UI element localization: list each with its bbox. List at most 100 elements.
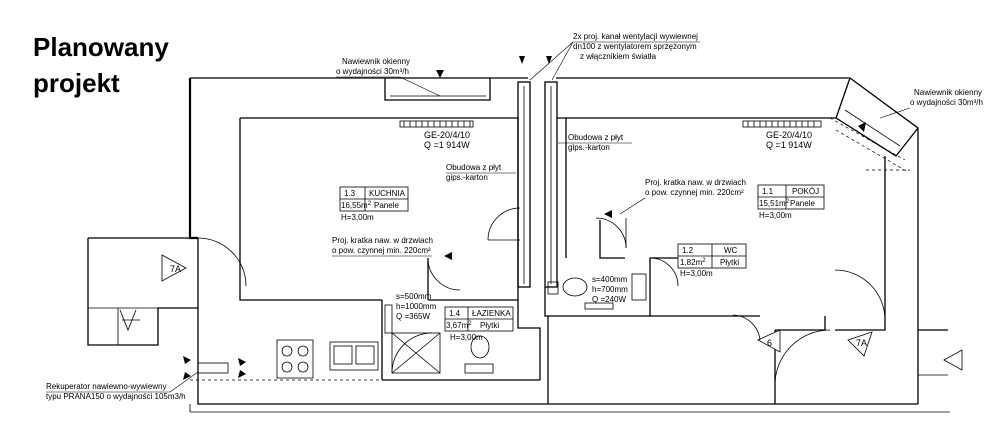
wc-radiator-q: Q =240W xyxy=(592,295,626,304)
radiator-icon xyxy=(742,120,822,128)
door-marker-6 xyxy=(757,329,781,353)
annotation-recuperator: Rekuperator nawiewno-wywiewny typu PRANA… xyxy=(46,356,246,401)
room-area: 16,55m xyxy=(341,201,368,210)
page-title-line-1: Planowany xyxy=(33,32,169,62)
annotation-door-grille-right: Proj. kratka naw. w drzwiach o pow. czyn… xyxy=(604,178,746,218)
annotation-exhaust-ducts: 2x proj. kanał wentylacji wywiewnej dn10… xyxy=(519,32,700,81)
bath-radiator-s: s=500mm xyxy=(396,292,432,301)
stair-marker-right xyxy=(847,331,873,357)
vent-arrow-icon xyxy=(858,122,866,132)
interior-walls xyxy=(239,81,886,404)
stove-icon xyxy=(276,339,314,379)
room-finish: Panele xyxy=(374,201,399,210)
svg-text:Proj. kratka naw. w drzwiach: Proj. kratka naw. w drzwiach xyxy=(332,236,433,245)
svg-text:o pow. czynnej min. 220cm²: o pow. czynnej min. 220cm² xyxy=(645,188,744,197)
area-unit-sup: 2 xyxy=(468,321,472,327)
room-height: H=3,00m xyxy=(759,211,792,220)
svg-text:Nawiewnik okienny: Nawiewnik okienny xyxy=(914,88,982,97)
vent-arrow-icon xyxy=(238,358,246,366)
stair-marker-left xyxy=(161,254,187,282)
svg-text:Proj. kratka naw. w drzwiach: Proj. kratka naw. w drzwiach xyxy=(645,178,746,187)
svg-text:o wydajności 30m³/h: o wydajności 30m³/h xyxy=(336,67,409,76)
radiator-icon xyxy=(384,304,393,334)
vent-arrow-icon xyxy=(444,252,452,260)
recuperator-icon xyxy=(197,362,229,374)
washbasin-icon xyxy=(631,273,647,301)
svg-text:gips.-karton: gips.-karton xyxy=(446,173,488,182)
page-title-line-2: projekt xyxy=(33,68,120,98)
vent-arrow-icon xyxy=(183,356,191,364)
vent-arrow-icon xyxy=(604,210,612,218)
radiator-right-power: Q =1 914W xyxy=(766,140,812,150)
svg-text:1,82m2: 1,82m2 xyxy=(680,258,706,267)
svg-text:dn100 z wentylatorem sprzężony: dn100 z wentylatorem sprzężonym xyxy=(573,42,697,51)
radiator-icon xyxy=(399,120,474,128)
radiator-left-power: Q =1 914W xyxy=(424,140,470,150)
door-marker-6-label: 6 xyxy=(767,338,772,348)
door-swing-icon xyxy=(732,314,761,341)
sink-icon xyxy=(329,341,379,371)
svg-text:z włącznikiem światła: z włącznikiem światła xyxy=(580,52,657,61)
svg-text:15,51m2: 15,51m2 xyxy=(759,199,790,208)
room-name: KUCHNIA xyxy=(369,189,406,198)
room-stamp-pokoj: 1.1 POKÓJ 15,51m2 Panele H=3,00m xyxy=(757,184,825,220)
room-number: 1.1 xyxy=(762,187,774,196)
room-finish: Płytki xyxy=(720,258,739,267)
room-name: ŁAZIENKA xyxy=(472,309,511,318)
dashed-lines xyxy=(190,117,910,381)
room-name: POKÓJ xyxy=(792,187,819,196)
svg-text:Obudowa z płyt: Obudowa z płyt xyxy=(446,163,502,172)
annotation-window-vent-left: Nawiewnik okienny o wydajności 30m³/h xyxy=(336,57,444,97)
radiator-left-model: GE-20/4/10 xyxy=(424,130,470,140)
svg-text:typu PRANA150 o wydajności 105: typu PRANA150 o wydajności 105m3/h xyxy=(46,392,186,401)
room-area: 3,67m xyxy=(446,321,469,330)
room-finish: Panele xyxy=(790,199,815,208)
door-swing-icon xyxy=(487,207,521,241)
doors xyxy=(427,207,761,341)
room-stamp-lazienka: 1.4 ŁAZIENKA 3,67m2 Płytki H=3,00m xyxy=(444,306,514,342)
door-swing-icon xyxy=(197,237,247,287)
area-unit-sup: 2 xyxy=(786,199,790,205)
room-height: H=3,00m xyxy=(341,213,374,222)
svg-text:o wydajności 30m³/h: o wydajności 30m³/h xyxy=(910,98,983,107)
svg-text:3,67m2: 3,67m2 xyxy=(446,321,472,330)
door-swing-icon xyxy=(774,329,831,386)
bath-radiator-h: h=1000mm xyxy=(396,302,437,311)
stairwell-right: 7A 6 xyxy=(757,269,963,386)
toilet-icon xyxy=(547,277,588,297)
room-finish: Płytki xyxy=(480,321,499,330)
room-height: H=3,00m xyxy=(450,333,483,342)
door-swing-icon xyxy=(427,257,461,291)
annotation-door-grille-left: Proj. kratka naw. w drzwiach o pow. czyn… xyxy=(332,236,452,260)
vent-arrow-icon xyxy=(519,56,525,64)
annotation-casing-right: Obudowa z płyt gips.-karton xyxy=(558,133,632,152)
vent-arrow-icon xyxy=(183,372,191,380)
annotation-casing-left: Obudowa z płyt gips.-karton xyxy=(446,163,516,182)
washbasin-icon xyxy=(464,335,494,374)
outer-walls xyxy=(188,77,950,413)
stair-label-left: 7A xyxy=(170,264,181,274)
svg-text:16,55m2: 16,55m2 xyxy=(341,201,372,210)
stair-label-right: 7A xyxy=(856,338,867,348)
room-stamp-wc: 1.2 WC 1,82m2 Płytki H=3,00m xyxy=(677,243,747,278)
room-area: 15,51m xyxy=(759,199,786,208)
svg-text:gips.-karton: gips.-karton xyxy=(568,143,610,152)
room-area: 1,82m xyxy=(680,258,703,267)
wc-radiator-h: h=700mm xyxy=(592,285,628,294)
svg-text:o pow. czynnej min. 220cm²: o pow. czynnej min. 220cm² xyxy=(332,246,431,255)
entrance-arrow-right xyxy=(943,349,963,371)
room-stamp-kuchnia: 1.3 KUCHNIA 16,55m2 Panele H=3,00m xyxy=(339,186,409,222)
room-height: H=3,00m xyxy=(680,269,713,278)
svg-text:2x proj. kanał wentylacji wywi: 2x proj. kanał wentylacji wywiewnej xyxy=(573,32,698,41)
shower-icon xyxy=(391,332,441,374)
door-swing-icon xyxy=(595,217,627,249)
room-number: 1.2 xyxy=(682,246,694,255)
svg-text:Nawiewnik okienny: Nawiewnik okienny xyxy=(342,57,410,66)
vent-arrow-icon xyxy=(546,56,552,64)
vent-arrow-icon xyxy=(436,70,444,78)
room-number: 1.4 xyxy=(449,309,461,318)
bath-radiator-q: Q =365W xyxy=(396,312,430,321)
svg-text:Rekuperator nawiewno-wywiewny: Rekuperator nawiewno-wywiewny xyxy=(46,382,167,391)
vent-arrow-icon xyxy=(238,370,246,378)
